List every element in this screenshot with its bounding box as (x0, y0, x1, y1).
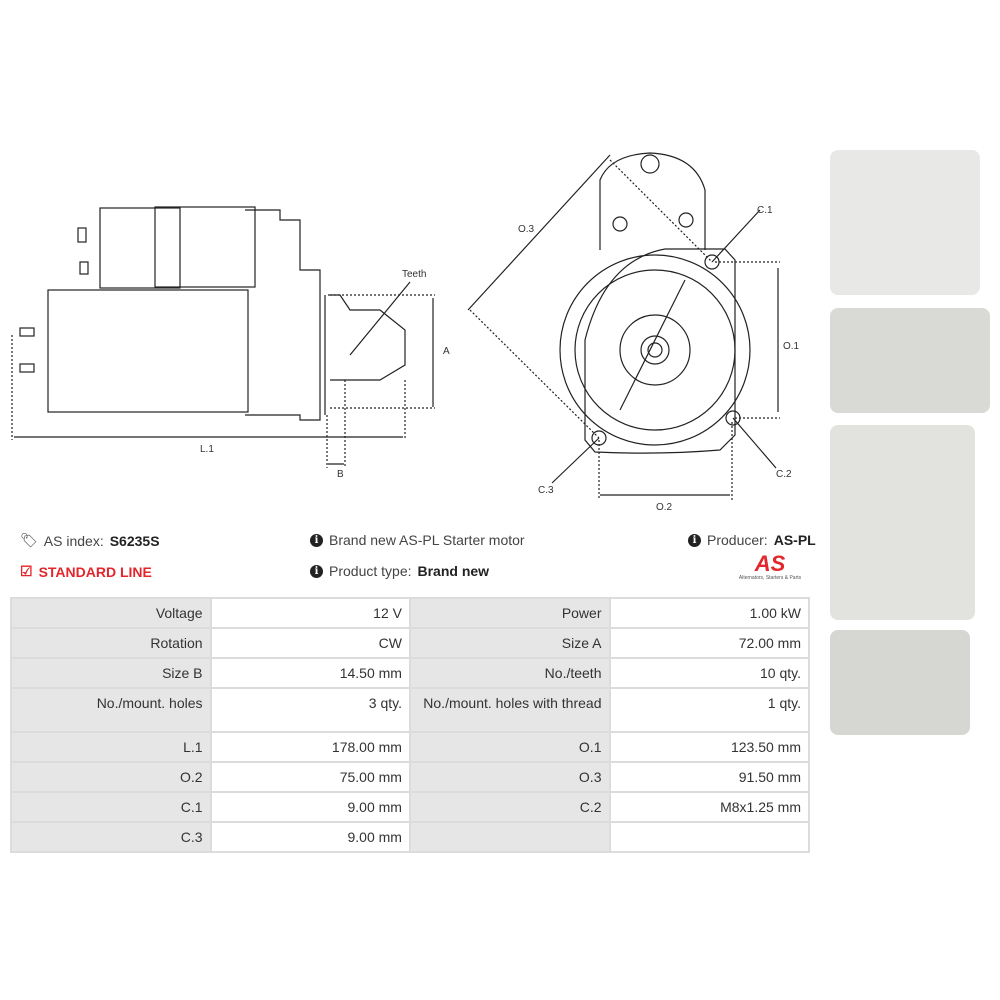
spec-value: CW (209, 627, 411, 659)
spec-label: Rotation (10, 627, 212, 659)
as-index: 🏷 AS index: S6235S (20, 532, 160, 549)
spec-value (608, 821, 810, 853)
label-o1: O.1 (783, 341, 800, 352)
product-line-label: STANDARD LINE (38, 563, 152, 580)
product-photo-front[interactable] (830, 150, 980, 295)
spec-value: 9.00 mm (209, 791, 411, 823)
spec-label: Size B (10, 657, 212, 689)
spec-value: 10 qty. (608, 657, 810, 689)
spec-value: 3 qty. (209, 687, 411, 733)
spec-label: C.3 (10, 821, 212, 853)
label-o3: O.3 (518, 224, 535, 235)
spec-label: No./mount. holes with thread (408, 687, 611, 733)
checkbox-icon: ☑ (20, 563, 33, 579)
side-view-diagram: Teeth A B L.1 (11, 206, 450, 480)
producer-value: AS-PL (773, 532, 816, 548)
as-index-value: S6235S (109, 532, 160, 549)
spec-label (408, 821, 611, 853)
spec-label: O.1 (408, 731, 611, 763)
tag-icon: 🏷 (20, 532, 38, 548)
label-c3: C.3 (538, 485, 554, 496)
label-c1: C.1 (757, 205, 773, 216)
producer-label: Producer: (707, 532, 768, 548)
product-photo-angle[interactable] (830, 630, 970, 735)
spec-value: 1 qty. (608, 687, 810, 733)
logo-tagline: Alternators, Starters & Parts (738, 575, 802, 581)
product-photo-side[interactable] (830, 308, 990, 413)
label-o2: O.2 (656, 502, 673, 513)
spec-value: 123.50 mm (608, 731, 810, 763)
spec-label: C.2 (408, 791, 611, 823)
description: i Brand new AS-PL Starter motor (310, 532, 525, 548)
spec-value: 12 V (209, 597, 411, 629)
spec-label: Power (408, 597, 611, 629)
spec-label: Voltage (10, 597, 212, 629)
spec-value: 72.00 mm (608, 627, 810, 659)
label-a: A (443, 346, 450, 357)
product-photo-back[interactable] (830, 425, 975, 620)
spec-value: M8x1.25 mm (608, 791, 810, 823)
spec-label: Size A (408, 627, 611, 659)
as-index-label: AS index: (43, 532, 104, 549)
product-type-value: Brand new (417, 563, 490, 579)
product-type-label: Product type: (329, 563, 412, 579)
label-l1: L.1 (200, 444, 214, 455)
producer: i Producer: AS-PL (688, 532, 816, 548)
spec-label: O.3 (408, 761, 611, 793)
info-icon: i (310, 533, 323, 547)
product-line: ☑ STANDARD LINE (20, 563, 152, 580)
product-type: i Product type: Brand new (310, 563, 489, 579)
label-teeth: Teeth (402, 269, 426, 280)
spec-value: 75.00 mm (209, 761, 411, 793)
label-c2: C.2 (776, 469, 792, 480)
spec-value: 178.00 mm (209, 731, 411, 763)
as-pl-logo: AS Alternators, Starters & Parts (725, 551, 815, 582)
spec-label: C.1 (10, 791, 212, 823)
front-view-diagram: O.3 C.1 O.1 C.2 C.3 O.2 (467, 152, 800, 513)
spec-value: 1.00 kW (608, 597, 810, 629)
spec-value: 14.50 mm (209, 657, 411, 689)
description-text: Brand new AS-PL Starter motor (329, 532, 525, 548)
spec-value: 91.50 mm (608, 761, 810, 793)
spec-label: O.2 (10, 761, 212, 793)
logo-text: AS (754, 551, 786, 576)
spec-label: No./teeth (408, 657, 611, 689)
info-icon: i (688, 533, 701, 547)
spec-label: L.1 (10, 731, 212, 763)
spec-label: No./mount. holes (10, 687, 212, 733)
label-b: B (337, 469, 344, 480)
spec-value: 9.00 mm (209, 821, 411, 853)
info-icon: i (310, 564, 323, 578)
